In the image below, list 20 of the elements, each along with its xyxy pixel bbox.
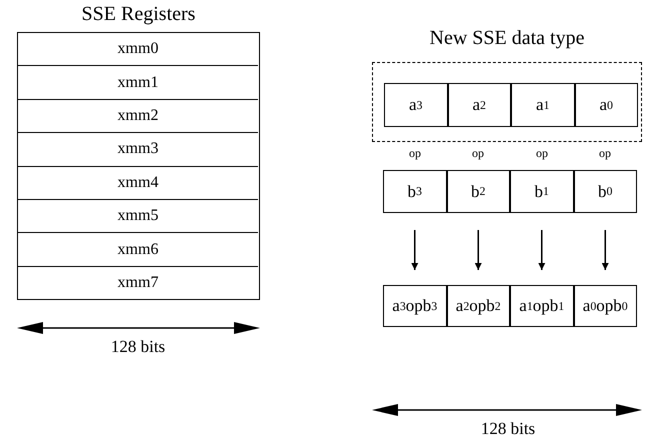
- register-row: xmm0: [18, 33, 258, 66]
- arrow: [602, 230, 609, 270]
- heading: SSE Registers: [80, 3, 196, 26]
- register-row: xmm1: [18, 66, 258, 100]
- dimension-label: 128 bits: [480, 419, 536, 439]
- register-row: xmm5: [18, 200, 258, 234]
- register-row: xmm6: [18, 233, 258, 267]
- operator-label: op: [536, 146, 548, 161]
- operator-label: op: [472, 146, 484, 161]
- register-row: xmm7: [18, 266, 258, 300]
- register-row: xmm4: [18, 166, 258, 200]
- heading: New SSE data type: [428, 27, 586, 50]
- operator-label: op: [409, 146, 421, 161]
- register-row: xmm2: [18, 100, 258, 134]
- arrow: [474, 230, 482, 270]
- register-row: xmm3: [18, 133, 258, 167]
- dimension-label: 128 bits: [110, 337, 166, 357]
- arrow: [411, 230, 418, 270]
- arrow: [538, 230, 546, 270]
- operator-label: op: [599, 146, 611, 161]
